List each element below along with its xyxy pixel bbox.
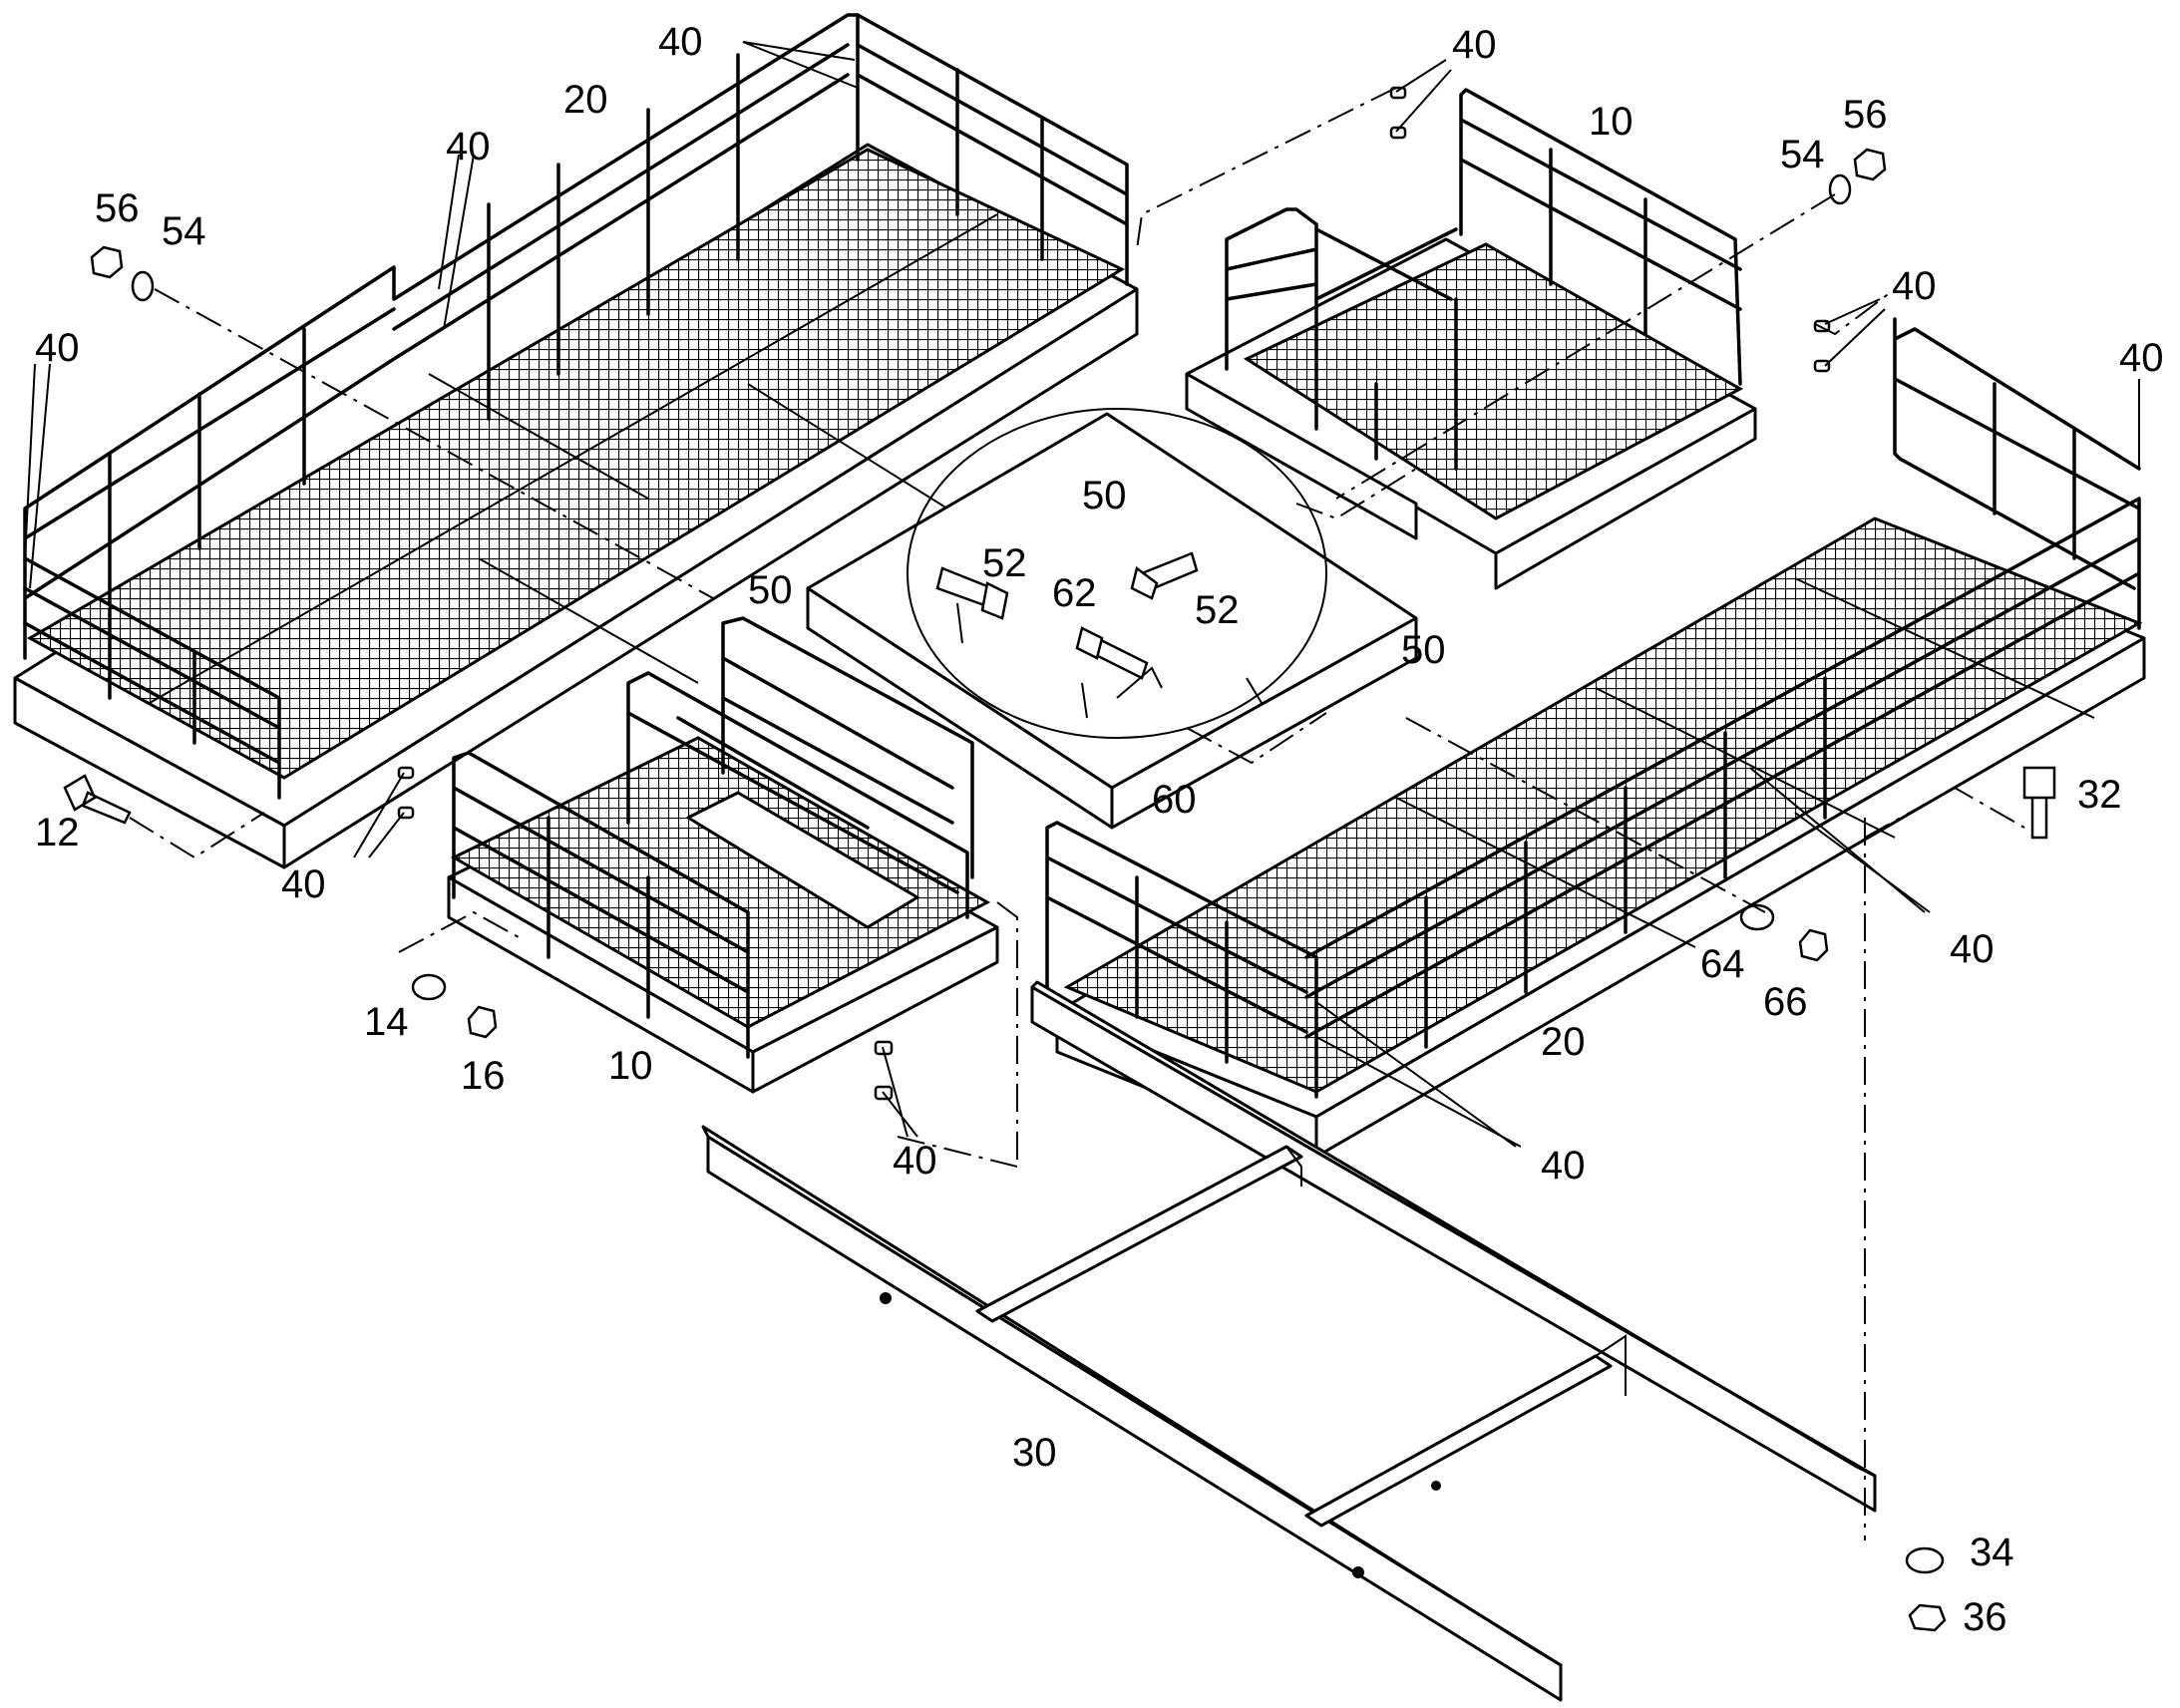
label-10-top: 10 — [1589, 100, 1634, 144]
label-40-right-low: 40 — [1950, 927, 1995, 971]
bolt-32 — [2022, 766, 2056, 840]
label-54-right: 54 — [1780, 133, 1825, 176]
alignment-lines — [129, 87, 2025, 1540]
label-40-bottom-right: 40 — [1541, 1144, 1586, 1188]
label-40-bottom-mid: 40 — [893, 1139, 937, 1183]
label-40-right-top: 40 — [1452, 23, 1497, 67]
label-20-low: 20 — [1541, 1020, 1586, 1064]
label-52-a: 52 — [982, 541, 1027, 585]
label-56-left: 56 — [95, 186, 140, 230]
bolt-52-left — [935, 566, 1009, 620]
label-40-low-left: 40 — [281, 862, 326, 906]
platform-10-lower-left — [447, 616, 999, 1094]
label-30: 30 — [1012, 1431, 1057, 1475]
label-56-right: 56 — [1843, 93, 1888, 137]
washer-14 — [411, 973, 447, 1001]
label-34: 34 — [1970, 1531, 2014, 1574]
nut-36 — [1908, 1603, 1947, 1632]
platform-20-upper-left — [13, 13, 1139, 869]
label-20-top: 20 — [563, 78, 608, 122]
label-64: 64 — [1700, 942, 1745, 986]
label-40-far-right: 40 — [2119, 336, 2164, 380]
label-32: 32 — [2077, 773, 2122, 817]
label-50-c: 50 — [1401, 628, 1446, 672]
nut-56-left — [90, 245, 124, 279]
platform-20-lower-right — [1045, 317, 2146, 1159]
label-40-top: 40 — [658, 20, 703, 64]
nut-56-right — [1853, 148, 1887, 181]
label-62: 62 — [1052, 571, 1097, 615]
bolt-52-right — [1130, 551, 1199, 600]
label-40-left: 40 — [35, 326, 80, 370]
washer-54-left — [131, 270, 155, 302]
bolt-12 — [63, 774, 132, 825]
hardware-items — [63, 86, 2056, 1632]
base-frame-30 — [701, 980, 1877, 1702]
bolt-62 — [1075, 626, 1149, 680]
label-14: 14 — [364, 1000, 409, 1044]
washer-34 — [1905, 1546, 1945, 1574]
label-50-b: 50 — [748, 568, 793, 612]
label-54-left: 54 — [162, 209, 206, 253]
label-40-right-mid: 40 — [1892, 264, 1937, 308]
callout-labels: 40 20 40 56 54 40 12 40 14 16 10 40 40 1… — [35, 20, 2164, 1639]
label-10-low: 10 — [608, 1044, 653, 1088]
nut-16 — [467, 1005, 498, 1039]
label-60: 60 — [1152, 778, 1197, 822]
label-36: 36 — [1963, 1595, 2007, 1639]
label-12: 12 — [35, 811, 80, 854]
turntable-assembly — [806, 408, 1418, 830]
label-40-mid: 40 — [446, 125, 491, 169]
nut-66 — [1798, 928, 1829, 962]
washer-54-right — [1828, 173, 1852, 205]
leader-lines — [24, 41, 2140, 1148]
label-16: 16 — [461, 1054, 506, 1098]
label-50-a: 50 — [1082, 474, 1127, 517]
platform-10-upper-right — [1185, 88, 1757, 590]
label-66: 66 — [1763, 980, 1808, 1024]
label-52-b: 52 — [1195, 588, 1240, 632]
